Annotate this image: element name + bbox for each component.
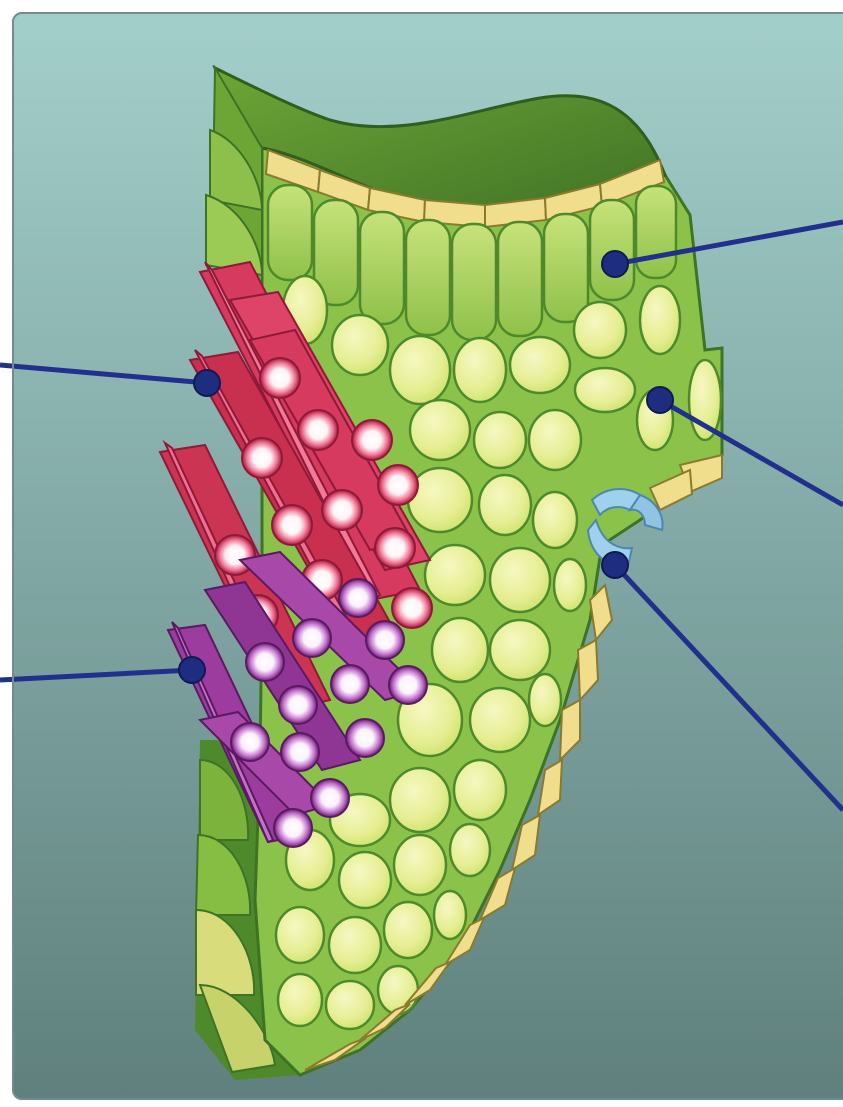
diagram-frame: [12, 12, 843, 1100]
